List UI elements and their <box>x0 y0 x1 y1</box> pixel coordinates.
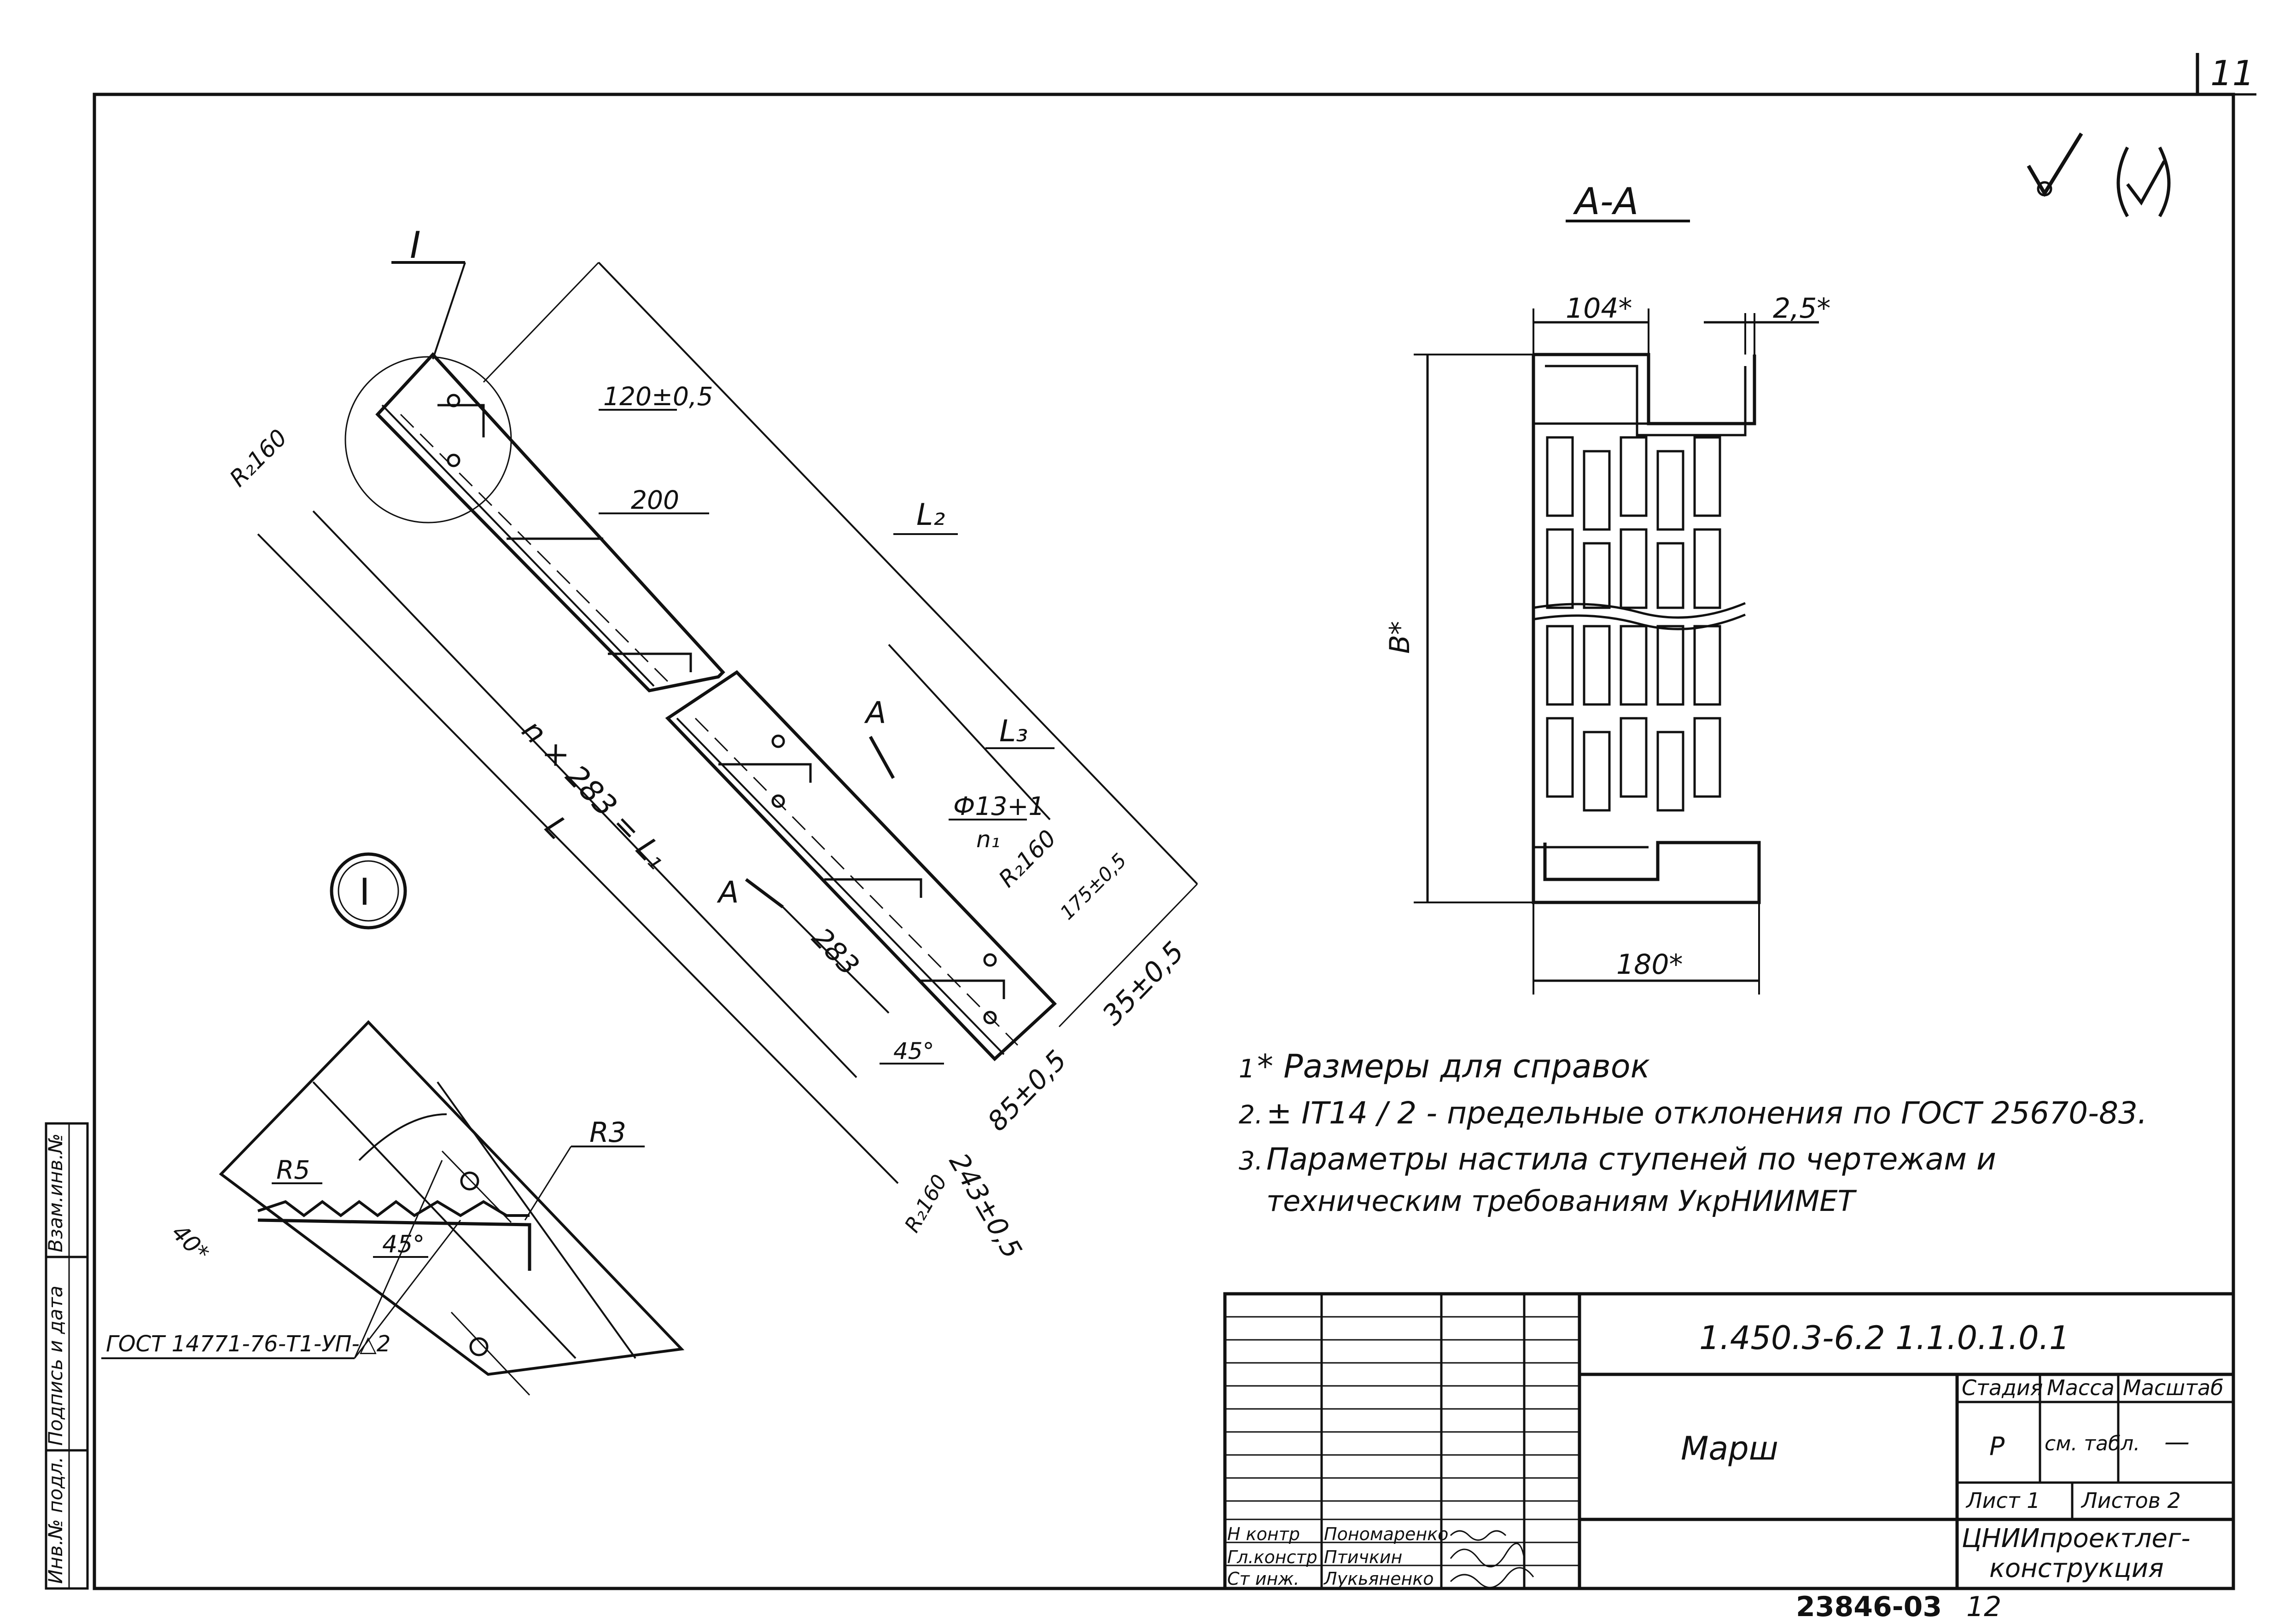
signature-scribbles <box>1450 1530 1534 1588</box>
dim-L2: L₂ <box>916 498 945 532</box>
dim-175: 175±0,5 <box>1055 849 1131 924</box>
dim-L: L <box>538 810 574 846</box>
sign-role-1: Н контр <box>1227 1524 1300 1544</box>
hole-count: n₁ <box>976 826 1000 853</box>
bottom-page: 12 <box>1966 1591 2001 1623</box>
page-number: 11 <box>2210 53 2254 93</box>
stamp-sign: Подпись и дата <box>44 1286 67 1446</box>
header-mass: Масса <box>2047 1375 2115 1400</box>
note-3: Параметры настила ступеней по чертежам и <box>1266 1141 1996 1177</box>
dim-height: В* <box>1384 621 1416 654</box>
detail-angle: 45° <box>382 1231 425 1258</box>
stamp-replace: Взам.инв.№ <box>44 1134 67 1252</box>
doc-code: 1.450.3-6.2 1.1.0.1.0.1 <box>1699 1319 2070 1357</box>
detail-circle: I <box>330 852 407 930</box>
detail-circle-label: I <box>359 871 370 913</box>
roughness-mark-icon <box>2027 132 2171 217</box>
section-title: А-А <box>1573 180 1638 223</box>
note-3-num: 3. <box>1239 1146 1263 1175</box>
cut-a-upper: А <box>864 696 886 730</box>
note-1-num: 1 <box>1239 1054 1255 1083</box>
radius-mid: R₂160 <box>993 825 1061 892</box>
notes: 1 * Размеры для справок 2. ± IT14 / 2 - … <box>1239 1047 2147 1218</box>
callout-label: I <box>410 224 421 267</box>
note-2-num: 2. <box>1239 1100 1263 1129</box>
dim-180: 180* <box>1616 948 1683 981</box>
radius-top: R₂160 <box>224 424 292 492</box>
sign-role-2: Гл.констр <box>1227 1547 1317 1567</box>
stamp-inv: Инв.№ подл. <box>44 1457 67 1584</box>
bottom-code: 23846-03 <box>1796 1591 1942 1623</box>
angle-45: 45° <box>893 1038 934 1065</box>
dim-L1: n × 283 = L₁ <box>515 713 674 876</box>
org-line-1: ЦНИИпроектлег- <box>1962 1524 2191 1553</box>
stage-value: Р <box>1989 1431 2005 1461</box>
side-stamp: Инв.№ подл. Подпись и дата Взам.инв.№ <box>44 1122 89 1590</box>
dim-283: 283 <box>805 922 865 982</box>
section-a-a: А-А 104* 2,5 <box>1384 180 1830 995</box>
dim-40: 40* <box>167 1219 215 1267</box>
note-2: ± IT14 / 2 - предельные отклонения по ГО… <box>1266 1095 2147 1131</box>
dim-L3: L₃ <box>999 714 1028 749</box>
dim-104: 104* <box>1566 292 1632 325</box>
detail-view: R3 R5 40* 45° ГОСТ 14771-76-Т1-УП-△2 <box>101 1020 685 1396</box>
radius-r3: R3 <box>589 1117 626 1149</box>
sign-name-1: Пономаренко <box>1324 1524 1448 1544</box>
sign-name-3: Лукьяненко <box>1323 1569 1434 1589</box>
radius-bottom: R₂160 <box>900 1170 952 1237</box>
sheets-total: Листов 2 <box>2080 1488 2181 1513</box>
dim-120: 120±0,5 <box>603 382 713 411</box>
dim-35: 35±0,5 <box>1096 936 1190 1031</box>
note-1: * Размеры для справок <box>1257 1047 1650 1085</box>
mass-value: см. табл. <box>2045 1432 2140 1455</box>
header-scale: Масштаб <box>2123 1375 2224 1400</box>
frame <box>93 53 2256 1590</box>
main-view: I 120±0,5 2 <box>224 224 1198 1264</box>
sign-name-2: Птичкин <box>1324 1547 1402 1567</box>
sign-role-3: Ст инж. <box>1227 1569 1300 1589</box>
hole-diameter: Ф13+1 <box>953 791 1044 821</box>
dim-2-5: 2,5* <box>1773 292 1830 325</box>
header-stage: Стадия <box>1962 1375 2043 1400</box>
note-3-cont: техническим требованиям УкрНИИМЕТ <box>1266 1184 1857 1218</box>
radius-r5: R5 <box>276 1155 310 1185</box>
sheet-number: Лист 1 <box>1965 1488 2040 1513</box>
title-block: 1.450.3-6.2 1.1.0.1.0.1 Марш Стадия Масс… <box>1223 1292 2235 1590</box>
cut-a-lower: А <box>717 875 739 910</box>
scale-value: — <box>2164 1427 2190 1456</box>
org-line-2: конструкция <box>1989 1553 2164 1583</box>
part-name: Марш <box>1681 1430 1778 1467</box>
gost-weld: ГОСТ 14771-76-Т1-УП-△2 <box>106 1331 390 1357</box>
dim-243: 243±0,5 <box>943 1148 1028 1264</box>
dim-200: 200 <box>631 485 679 515</box>
